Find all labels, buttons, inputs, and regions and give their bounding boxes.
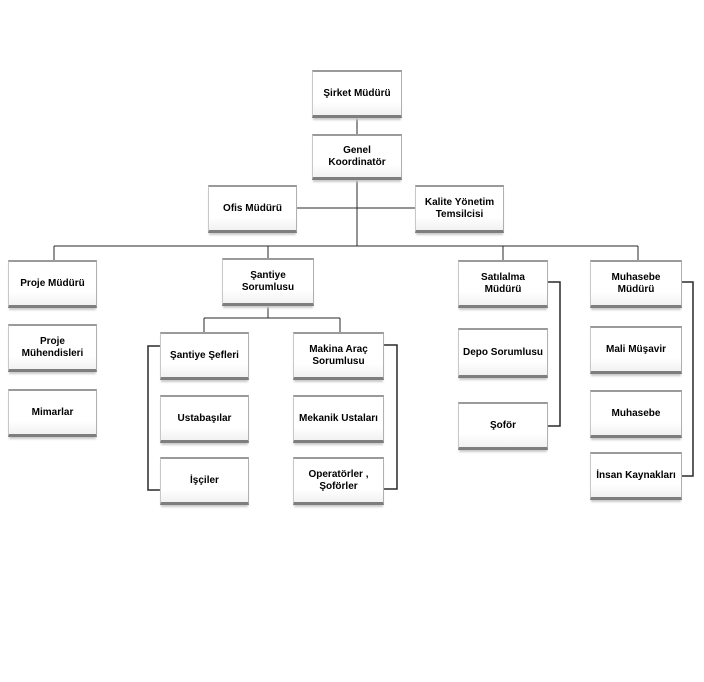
- box-sofor: Şoför: [458, 402, 548, 450]
- box-isciler: İşçiler: [160, 457, 249, 505]
- box-genel-koordinator: Genel Koordinatör: [312, 134, 402, 180]
- box-insan-kaynaklari: İnsan Kaynakları: [590, 452, 682, 500]
- box-muhasebe: Muhasebe: [590, 390, 682, 438]
- box-mekanik-ustalari: Mekanik Ustaları: [293, 395, 384, 443]
- connector-makina-bracket: [384, 344, 398, 490]
- box-mimarlar: Mimarlar: [8, 389, 97, 437]
- connector-satinalma-bracket: [548, 281, 561, 427]
- connector-sefleri-bracket: [147, 345, 160, 491]
- box-ofis-muduru: Ofis Müdürü: [208, 185, 297, 233]
- box-depo-sorumlusu: Depo Sorumlusu: [458, 328, 548, 378]
- box-mali-musavir: Mali Müşavir: [590, 326, 682, 374]
- box-kalite-yonetim: Kalite Yönetim Temsilcisi: [415, 185, 504, 233]
- box-ustabasilar: Ustabaşılar: [160, 395, 249, 443]
- box-operatorler-soforler: Operatörler , Şoförler: [293, 457, 384, 505]
- connector-muhasebe-bracket: [682, 281, 694, 477]
- box-santiye-sorumlusu: Şantiye Sorumlusu: [222, 258, 314, 306]
- box-proje-muduru: Proje Müdürü: [8, 260, 97, 308]
- box-santiye-sefleri: Şantiye Şefleri: [160, 332, 249, 380]
- box-makina-arac-sorumlusu: Makina Araç Sorumlusu: [293, 332, 384, 380]
- box-sirket-muduru: Şirket Müdürü: [312, 70, 402, 118]
- box-muhasebe-muduru: Muhasebe Müdürü: [590, 260, 682, 308]
- box-satinalma-muduru: Satılalma Müdürü: [458, 260, 548, 308]
- box-proje-muhendisleri: Proje Mühendisleri: [8, 324, 97, 372]
